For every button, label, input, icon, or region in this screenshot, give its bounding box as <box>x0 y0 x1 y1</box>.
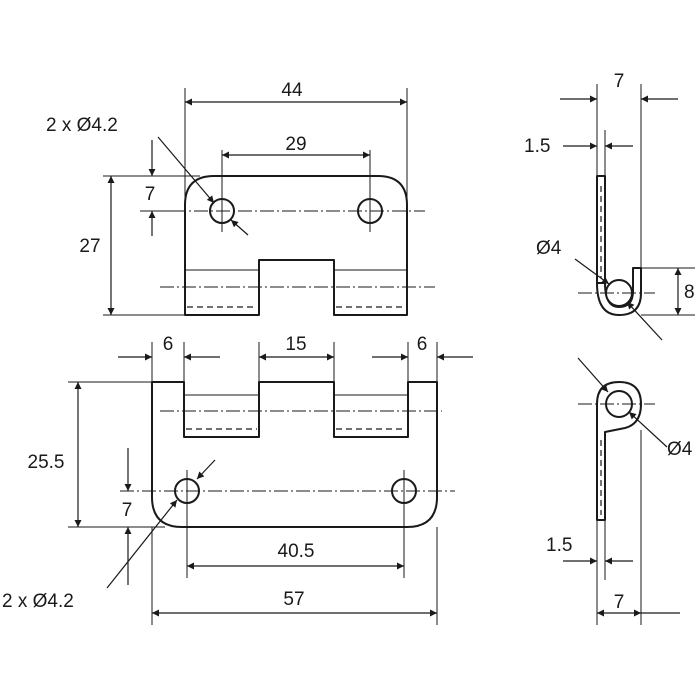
side-top-pin-diameter: Ø4 <box>536 238 562 259</box>
dim-bottom-height: 25.5 <box>28 452 65 473</box>
top-hole-callout: 2 x Ø4.2 <box>46 115 118 136</box>
dim-bottom-overall-width: 57 <box>283 589 304 610</box>
side-top-thickness: 1.5 <box>524 136 550 157</box>
side-view-top: 7 1.5 Ø4 8 <box>524 71 695 341</box>
dim-bottom-left-tab: 6 <box>163 334 174 355</box>
top-leaf-view: 44 29 27 7 2 x Ø4.2 <box>46 80 435 316</box>
side-bottom-pin-diameter: Ø4 <box>667 439 693 460</box>
side-bottom-thickness: 1.5 <box>546 535 572 556</box>
bottom-callout-leader <box>106 499 178 589</box>
side-bottom-overall-depth: 7 <box>614 592 625 613</box>
dim-bottom-hole-spacing: 40.5 <box>278 541 315 562</box>
bottom-callout-arrow-inner <box>196 459 216 480</box>
side-top-pin-leader <box>574 258 610 285</box>
dim-top-hole-spacing: 29 <box>285 134 306 155</box>
side-bottom-pin-leader <box>628 411 668 448</box>
side-view-bottom: Ø4 1.5 7 <box>546 357 693 625</box>
side-top-overall-depth: 7 <box>614 71 625 92</box>
dim-top-height: 27 <box>79 236 100 257</box>
side-bottom-pin-arrow-top <box>577 357 609 393</box>
bottom-leaf-view: 6 15 6 25.5 7 40.5 57 2 x Ø4.2 <box>2 334 473 625</box>
dim-top-overall-width: 44 <box>281 80 303 101</box>
bottom-leaf-outline <box>151 381 438 528</box>
top-callout-arrow-inner <box>230 219 249 236</box>
dim-bottom-hole-offset: 7 <box>122 500 133 521</box>
dim-bottom-right-tab: 6 <box>417 334 428 355</box>
side-top-pin-arrow-outer <box>626 301 663 341</box>
side-top-knuckle-height: 8 <box>684 282 695 303</box>
bottom-hole-callout: 2 x Ø4.2 <box>2 591 74 612</box>
top-callout-leader <box>157 136 215 204</box>
dim-bottom-middle-tab: 15 <box>285 334 306 355</box>
dim-top-hole-offset: 7 <box>145 184 156 205</box>
top-leaf-outline <box>184 175 408 316</box>
